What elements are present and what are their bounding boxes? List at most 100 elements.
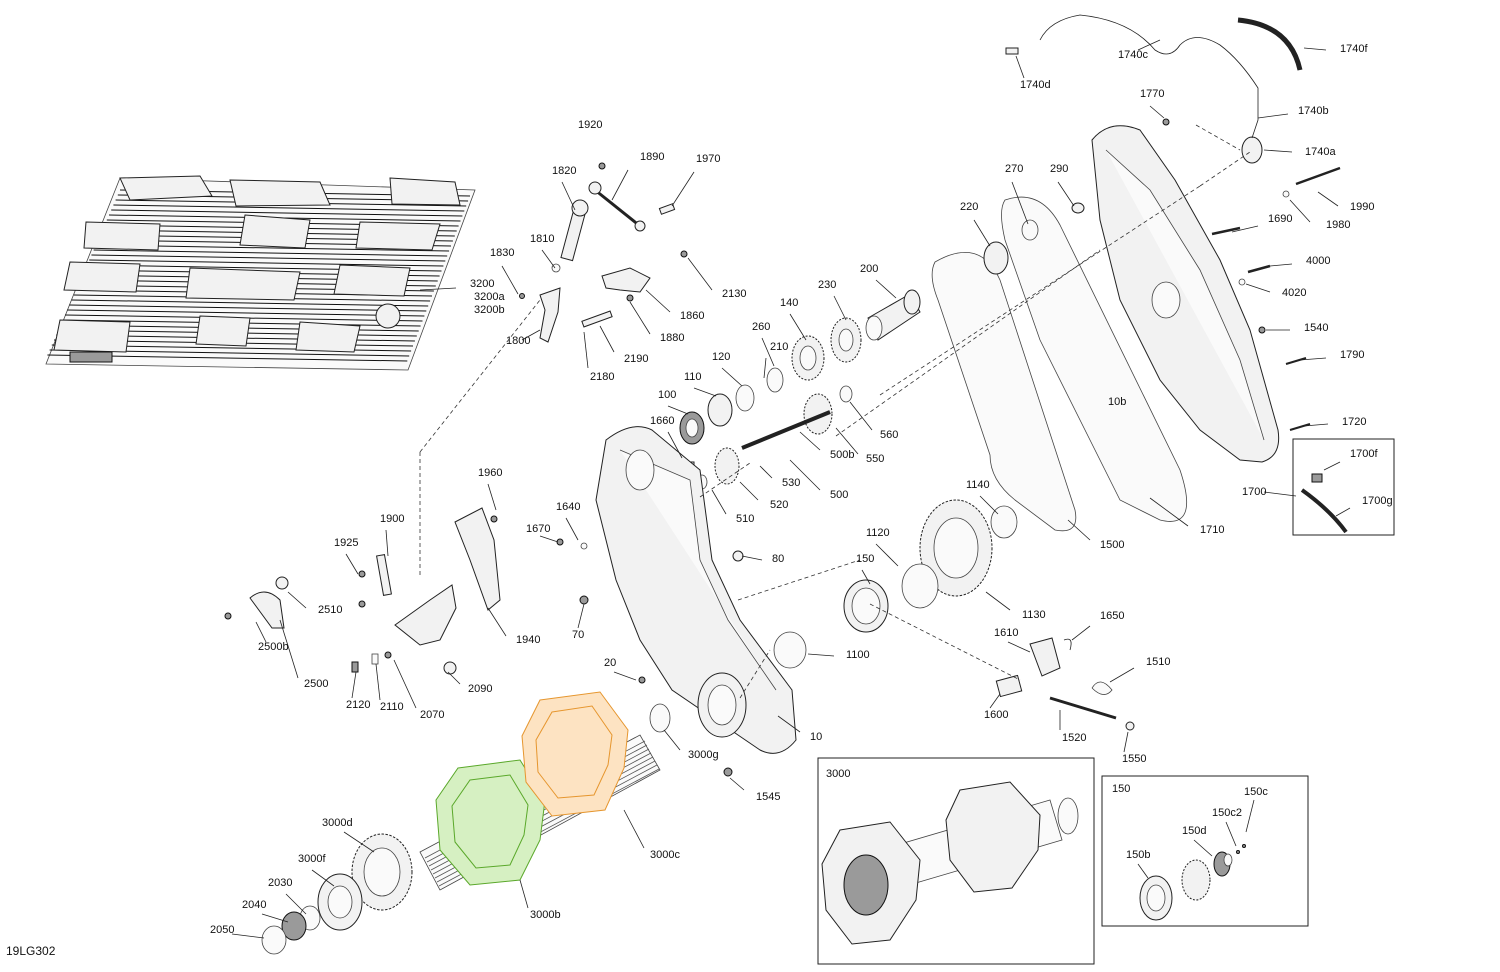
leader-1640 bbox=[565, 517, 579, 541]
leader-560 bbox=[849, 401, 873, 431]
callout-3000b: 3000b bbox=[530, 909, 561, 921]
leader-290 bbox=[1057, 181, 1075, 207]
leader-1670 bbox=[539, 535, 559, 543]
drive-axle-3000 bbox=[261, 691, 733, 955]
track-tread-line bbox=[113, 204, 465, 212]
callout-550: 550 bbox=[866, 453, 884, 465]
leader-1740d bbox=[1015, 55, 1025, 79]
leader-510 bbox=[711, 489, 727, 515]
callout-1700f: 1700f bbox=[1350, 448, 1378, 460]
leader-1610 bbox=[1007, 641, 1031, 653]
callout-510: 510 bbox=[736, 513, 754, 525]
callout-210: 210 bbox=[770, 341, 788, 353]
callout-2120: 2120 bbox=[346, 699, 370, 711]
callout-1925: 1925 bbox=[334, 537, 358, 549]
callout-1800: 1800 bbox=[506, 335, 530, 347]
leader-1710 bbox=[1149, 497, 1189, 527]
inset-3000-label: 3000 bbox=[826, 768, 850, 780]
leader-1860 bbox=[645, 289, 671, 313]
leader-1510 bbox=[1109, 667, 1135, 683]
leader-3000b bbox=[519, 879, 529, 909]
callout-1810: 1810 bbox=[530, 233, 554, 245]
leader-2070 bbox=[393, 659, 417, 709]
callout-1100: 1100 bbox=[846, 649, 870, 661]
leader-1740c bbox=[1137, 39, 1161, 51]
drawing-code: 19LG302 bbox=[6, 944, 56, 958]
leader-210 bbox=[763, 357, 767, 379]
leader-2030 bbox=[285, 893, 307, 915]
leader-1990 bbox=[1317, 191, 1339, 207]
leader-1130 bbox=[985, 591, 1011, 611]
callout-140: 140 bbox=[780, 297, 798, 309]
inset-150-leader-150b bbox=[1137, 863, 1149, 879]
callout-2110: 2110 bbox=[380, 701, 404, 713]
chaincase-cover bbox=[1005, 14, 1341, 463]
leader-110 bbox=[693, 387, 717, 397]
leader-80 bbox=[741, 555, 763, 561]
inset-150 bbox=[1101, 775, 1309, 927]
callout-1120: 1120 bbox=[866, 527, 890, 539]
leader-1140 bbox=[979, 495, 999, 515]
inset-150-leader-150c2 bbox=[1225, 821, 1237, 847]
callout-1990: 1990 bbox=[1350, 201, 1374, 213]
callout-1670: 1670 bbox=[526, 523, 550, 535]
callout-3200b: 3200b bbox=[474, 304, 505, 316]
callout-260: 260 bbox=[752, 321, 770, 333]
leader-1970 bbox=[671, 171, 695, 207]
leader-1740f bbox=[1303, 47, 1327, 51]
leader-2130 bbox=[687, 257, 713, 291]
leader-2040 bbox=[261, 913, 289, 923]
callout-150: 150 bbox=[856, 553, 874, 565]
callout-1640: 1640 bbox=[556, 501, 580, 513]
callout-1550: 1550 bbox=[1122, 753, 1146, 765]
leader-1770 bbox=[1149, 105, 1165, 119]
leader-3000d bbox=[343, 831, 375, 853]
chain-and-gasket bbox=[773, 196, 1187, 669]
inset-150-leader-150d bbox=[1193, 839, 1213, 857]
callout-1510: 1510 bbox=[1146, 656, 1170, 668]
leader-530 bbox=[759, 465, 773, 479]
callout-80: 80 bbox=[772, 553, 784, 565]
leader-1940 bbox=[487, 607, 507, 637]
callout-2070: 2070 bbox=[420, 709, 444, 721]
leader-4020 bbox=[1245, 283, 1271, 293]
leader-1740b bbox=[1257, 113, 1289, 119]
gear-train bbox=[679, 289, 921, 490]
track-tread-line bbox=[89, 259, 444, 267]
callout-3000f: 3000f bbox=[298, 853, 326, 865]
track-tread-line bbox=[93, 249, 448, 257]
inset-150-leader-150c bbox=[1245, 799, 1255, 833]
callout-20: 20 bbox=[604, 657, 616, 669]
leader-2180 bbox=[583, 331, 589, 369]
leader-2500b bbox=[255, 621, 267, 643]
leader-150 bbox=[861, 569, 871, 585]
callout-1740c: 1740c bbox=[1118, 49, 1148, 61]
leader-1900 bbox=[385, 529, 389, 557]
callout-220: 220 bbox=[960, 201, 978, 213]
callout-1860: 1860 bbox=[680, 310, 704, 322]
track-illustration bbox=[45, 175, 476, 371]
callout-1660: 1660 bbox=[650, 415, 674, 427]
callout-1770: 1770 bbox=[1140, 88, 1164, 100]
callout-3000d: 3000d bbox=[322, 817, 353, 829]
callout-1790: 1790 bbox=[1340, 349, 1364, 361]
leader-500b bbox=[799, 431, 821, 451]
callout-1920: 1920 bbox=[578, 119, 602, 131]
leader-270 bbox=[1011, 181, 1029, 225]
callout-1710: 1710 bbox=[1200, 524, 1224, 536]
callout-1610: 1610 bbox=[994, 627, 1018, 639]
leader-1790 bbox=[1299, 357, 1327, 361]
callout-70: 70 bbox=[572, 629, 584, 641]
callout-1130: 1130 bbox=[1022, 609, 1046, 621]
callout-520: 520 bbox=[770, 499, 788, 511]
leader-100 bbox=[667, 405, 689, 415]
callout-1720: 1720 bbox=[1342, 416, 1366, 428]
leader-1550 bbox=[1123, 731, 1129, 753]
leader-1700 bbox=[1263, 491, 1297, 497]
leader-1700g bbox=[1335, 507, 1351, 517]
track-tread-line bbox=[71, 299, 429, 307]
callout-1700g: 1700g bbox=[1362, 495, 1393, 507]
callout-1600: 1600 bbox=[984, 709, 1008, 721]
callout-1545: 1545 bbox=[756, 791, 780, 803]
leader-220 bbox=[973, 219, 991, 247]
